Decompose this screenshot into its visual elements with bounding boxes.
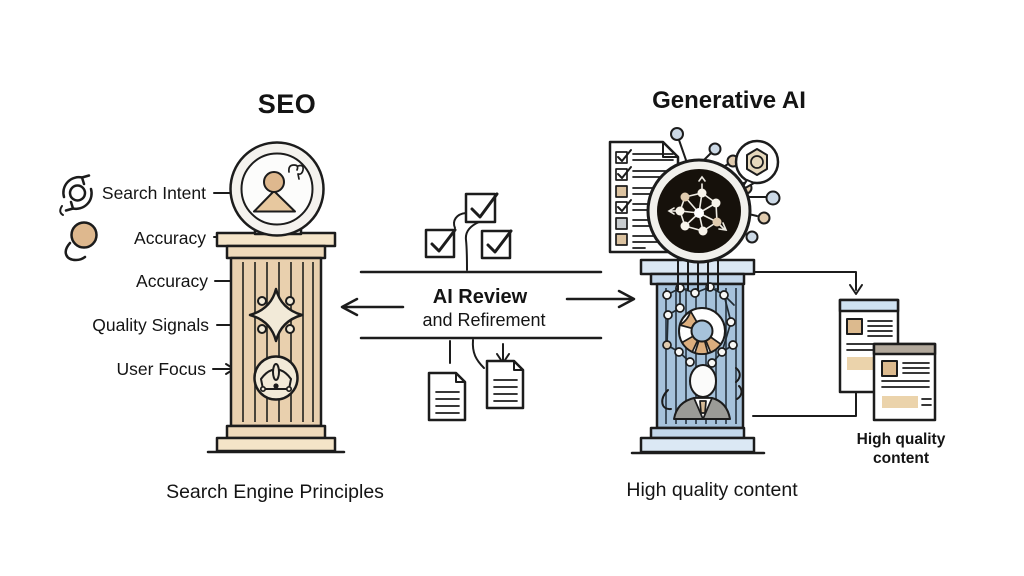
ai-review-label-line1: AI Review	[433, 286, 528, 308]
seo-title: SEO	[258, 89, 317, 119]
webpage-icon-2	[872, 342, 937, 422]
arrow-right	[565, 289, 636, 309]
checkbox-cluster-icon	[424, 192, 513, 271]
document-icon-1	[427, 371, 467, 422]
donut-chart-icon	[678, 307, 726, 355]
compass-star-icon	[248, 287, 304, 343]
document-icons	[427, 339, 525, 422]
seo-pillar	[206, 141, 346, 454]
magnifier-person-icon	[229, 141, 325, 237]
circular-arrows-icon	[59, 174, 93, 216]
label-accuracy-1: Accuracy	[134, 228, 206, 248]
label-accuracy-2: Accuracy	[136, 271, 208, 291]
document-icon-2	[485, 359, 525, 410]
person-dot-icon	[64, 221, 98, 262]
molecule-network	[667, 175, 728, 236]
network-graph	[662, 282, 738, 368]
seo-caption: Search Engine Principles	[166, 481, 384, 503]
gear-speech-bubble-icon	[734, 139, 780, 192]
label-user-focus: User Focus	[117, 359, 207, 379]
label-search-intent: Search Intent	[102, 183, 206, 203]
checklist-document-icon	[608, 140, 680, 254]
output-connectors	[752, 271, 863, 417]
genai-caption: High quality content	[626, 479, 798, 501]
ai-core-network-icon	[646, 127, 781, 264]
ai-review-band: AI Review and Refirement	[340, 270, 636, 340]
genai-pillar	[630, 258, 766, 455]
ai-review-label-line2: and Refirement	[422, 310, 545, 330]
output-caption-line2: content	[873, 450, 929, 467]
generative-ai-title: Generative AI	[652, 87, 806, 114]
arrow-left	[340, 297, 405, 317]
label-quality-signals: Quality Signals	[92, 315, 209, 335]
person-avatar-icon	[661, 364, 743, 420]
output-caption-line1: High quality	[857, 431, 946, 448]
award-badge-icon	[253, 355, 299, 401]
webpage-icons	[838, 298, 937, 422]
